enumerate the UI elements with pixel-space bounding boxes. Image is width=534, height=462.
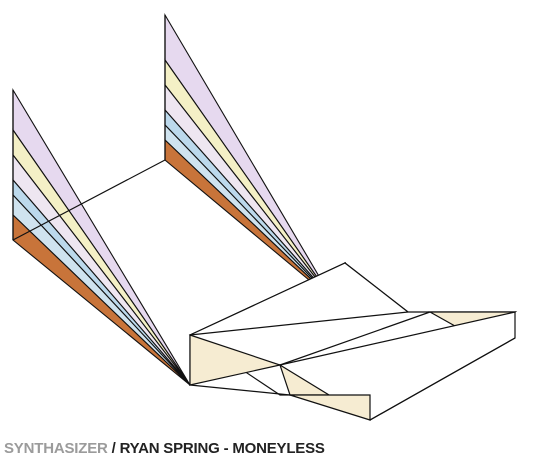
prism-band — [164, 108, 334, 301]
prism-band — [12, 193, 191, 386]
caption-title: RYAN SPRING - MONEYLESS — [119, 440, 325, 457]
connector-line — [12, 159, 166, 241]
triangular-prism-box — [188, 261, 518, 421]
back-prism-fan — [164, 12, 334, 301]
caption-prefix: SYNTHASIZER — [4, 440, 108, 457]
prism-band — [164, 123, 334, 301]
left-prism-fan — [12, 88, 191, 386]
prism-band — [164, 83, 334, 301]
prism-band — [12, 153, 191, 386]
caption-separator: / — [107, 440, 120, 457]
album-cover-illustration — [12, 12, 518, 421]
album-caption: SYNTHASIZER / RYAN SPRING - MONEYLESS — [4, 440, 325, 458]
prism-band — [12, 178, 191, 386]
